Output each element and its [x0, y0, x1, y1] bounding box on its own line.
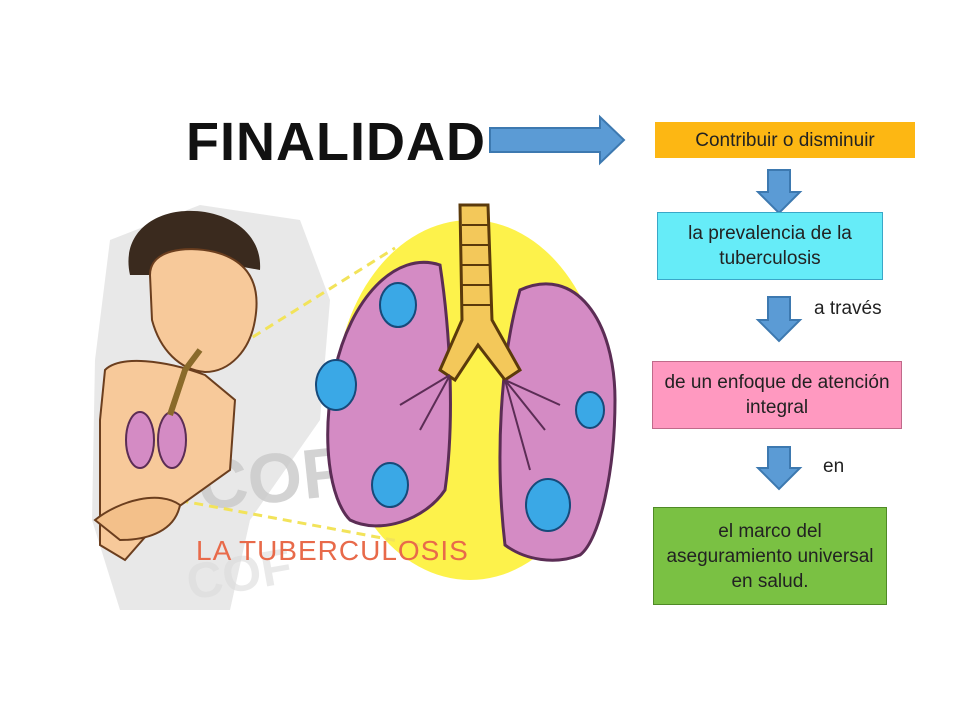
right-arrow-icon [489, 114, 626, 166]
step-box-3: de un enfoque de atención integral [652, 361, 902, 429]
down-arrow-icon [755, 169, 803, 215]
step-box-2: la prevalencia de la tuberculosis [657, 212, 883, 280]
step-box-4: el marco del aseguramiento universal en … [653, 507, 887, 605]
boy-hand [93, 496, 182, 542]
germ-icon [315, 282, 605, 532]
left-lung [326, 260, 452, 528]
page-title: FINALIDAD [186, 112, 486, 172]
boy-face [148, 248, 258, 374]
down-arrow-icon-2 [755, 296, 803, 343]
connector-label-1: a través [814, 298, 882, 319]
connector-label-2: en [823, 456, 845, 477]
trachea [438, 203, 522, 383]
down-arrow-icon-3 [755, 446, 803, 491]
step-box-1: Contribuir o disminuir [655, 122, 915, 158]
illustration-banner-text: LA TUBERCULOSIS [196, 535, 469, 566]
